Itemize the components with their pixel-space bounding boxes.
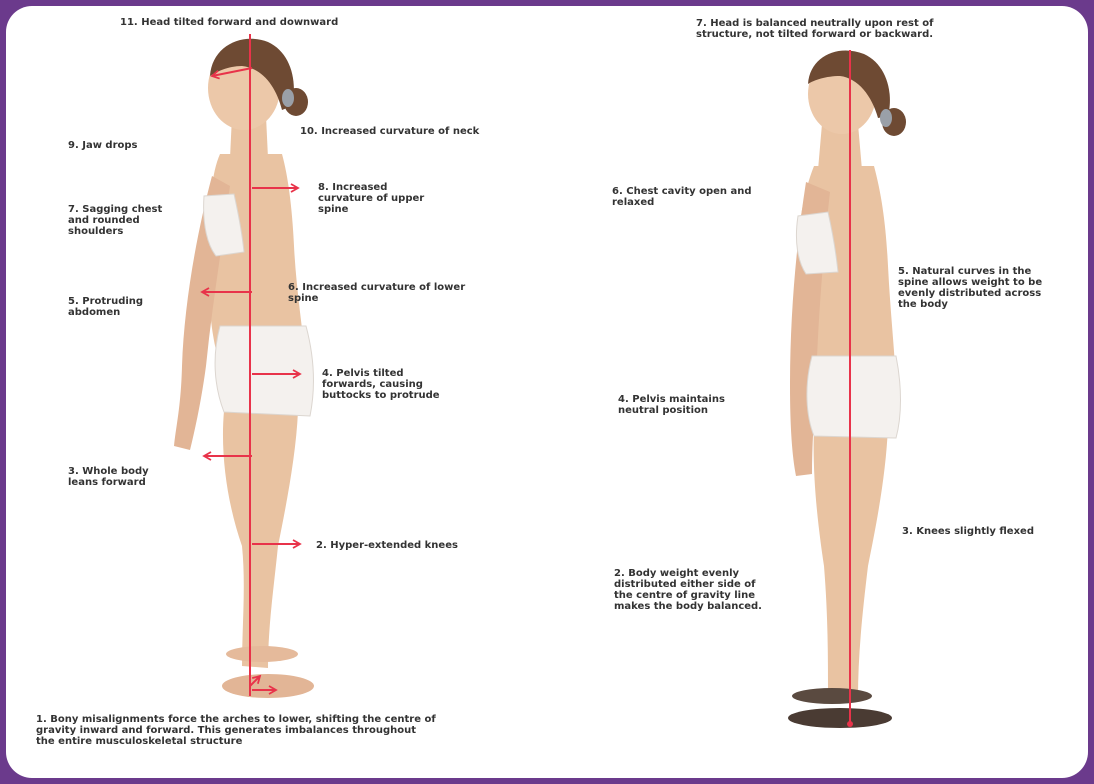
label-neck-curvature: 10. Increased curvature of neck xyxy=(300,126,479,137)
right-figure-shorts xyxy=(807,356,901,438)
label-natural-curves: 5. Natural curves in the spine allows we… xyxy=(898,266,1042,310)
label-upper-spine: 8. Increased curvature of upper spine xyxy=(318,182,424,215)
label-pelvis-neutral: 4. Pelvis maintains neutral position xyxy=(618,394,725,416)
figures-illustration xyxy=(6,6,1088,778)
label-knees-flexed: 3. Knees slightly flexed xyxy=(902,526,1034,537)
label-body-weight: 2. Body weight evenly distributed either… xyxy=(614,568,762,612)
diagram-panel: 11. Head tilted forward and downward 9. … xyxy=(6,6,1088,778)
label-bony-misalignments: 1. Bony misalignments force the arches t… xyxy=(36,714,436,747)
left-figure-shorts xyxy=(215,326,313,416)
label-lower-spine: 6. Increased curvature of lower spine xyxy=(288,282,465,304)
label-protruding-abdomen: 5. Protruding abdomen xyxy=(68,296,143,318)
left-figure xyxy=(174,34,314,698)
label-head-tilted: 11. Head tilted forward and downward xyxy=(120,17,338,28)
right-figure-feet xyxy=(788,708,892,728)
label-body-leans: 3. Whole body leans forward xyxy=(68,466,149,488)
label-chest-open: 6. Chest cavity open and relaxed xyxy=(612,186,752,208)
left-figure-feet xyxy=(222,674,314,698)
label-hyper-extended-knees: 2. Hyper-extended knees xyxy=(316,540,458,551)
label-sagging-chest: 7. Sagging chest and rounded shoulders xyxy=(68,204,162,237)
label-head-balanced: 7. Head is balanced neutrally upon rest … xyxy=(696,18,933,40)
right-figure xyxy=(788,50,906,728)
label-pelvis-tilted: 4. Pelvis tilted forwards, causing butto… xyxy=(322,368,440,401)
label-jaw-drops: 9. Jaw drops xyxy=(68,140,138,151)
left-figure-legs xyxy=(223,411,298,668)
